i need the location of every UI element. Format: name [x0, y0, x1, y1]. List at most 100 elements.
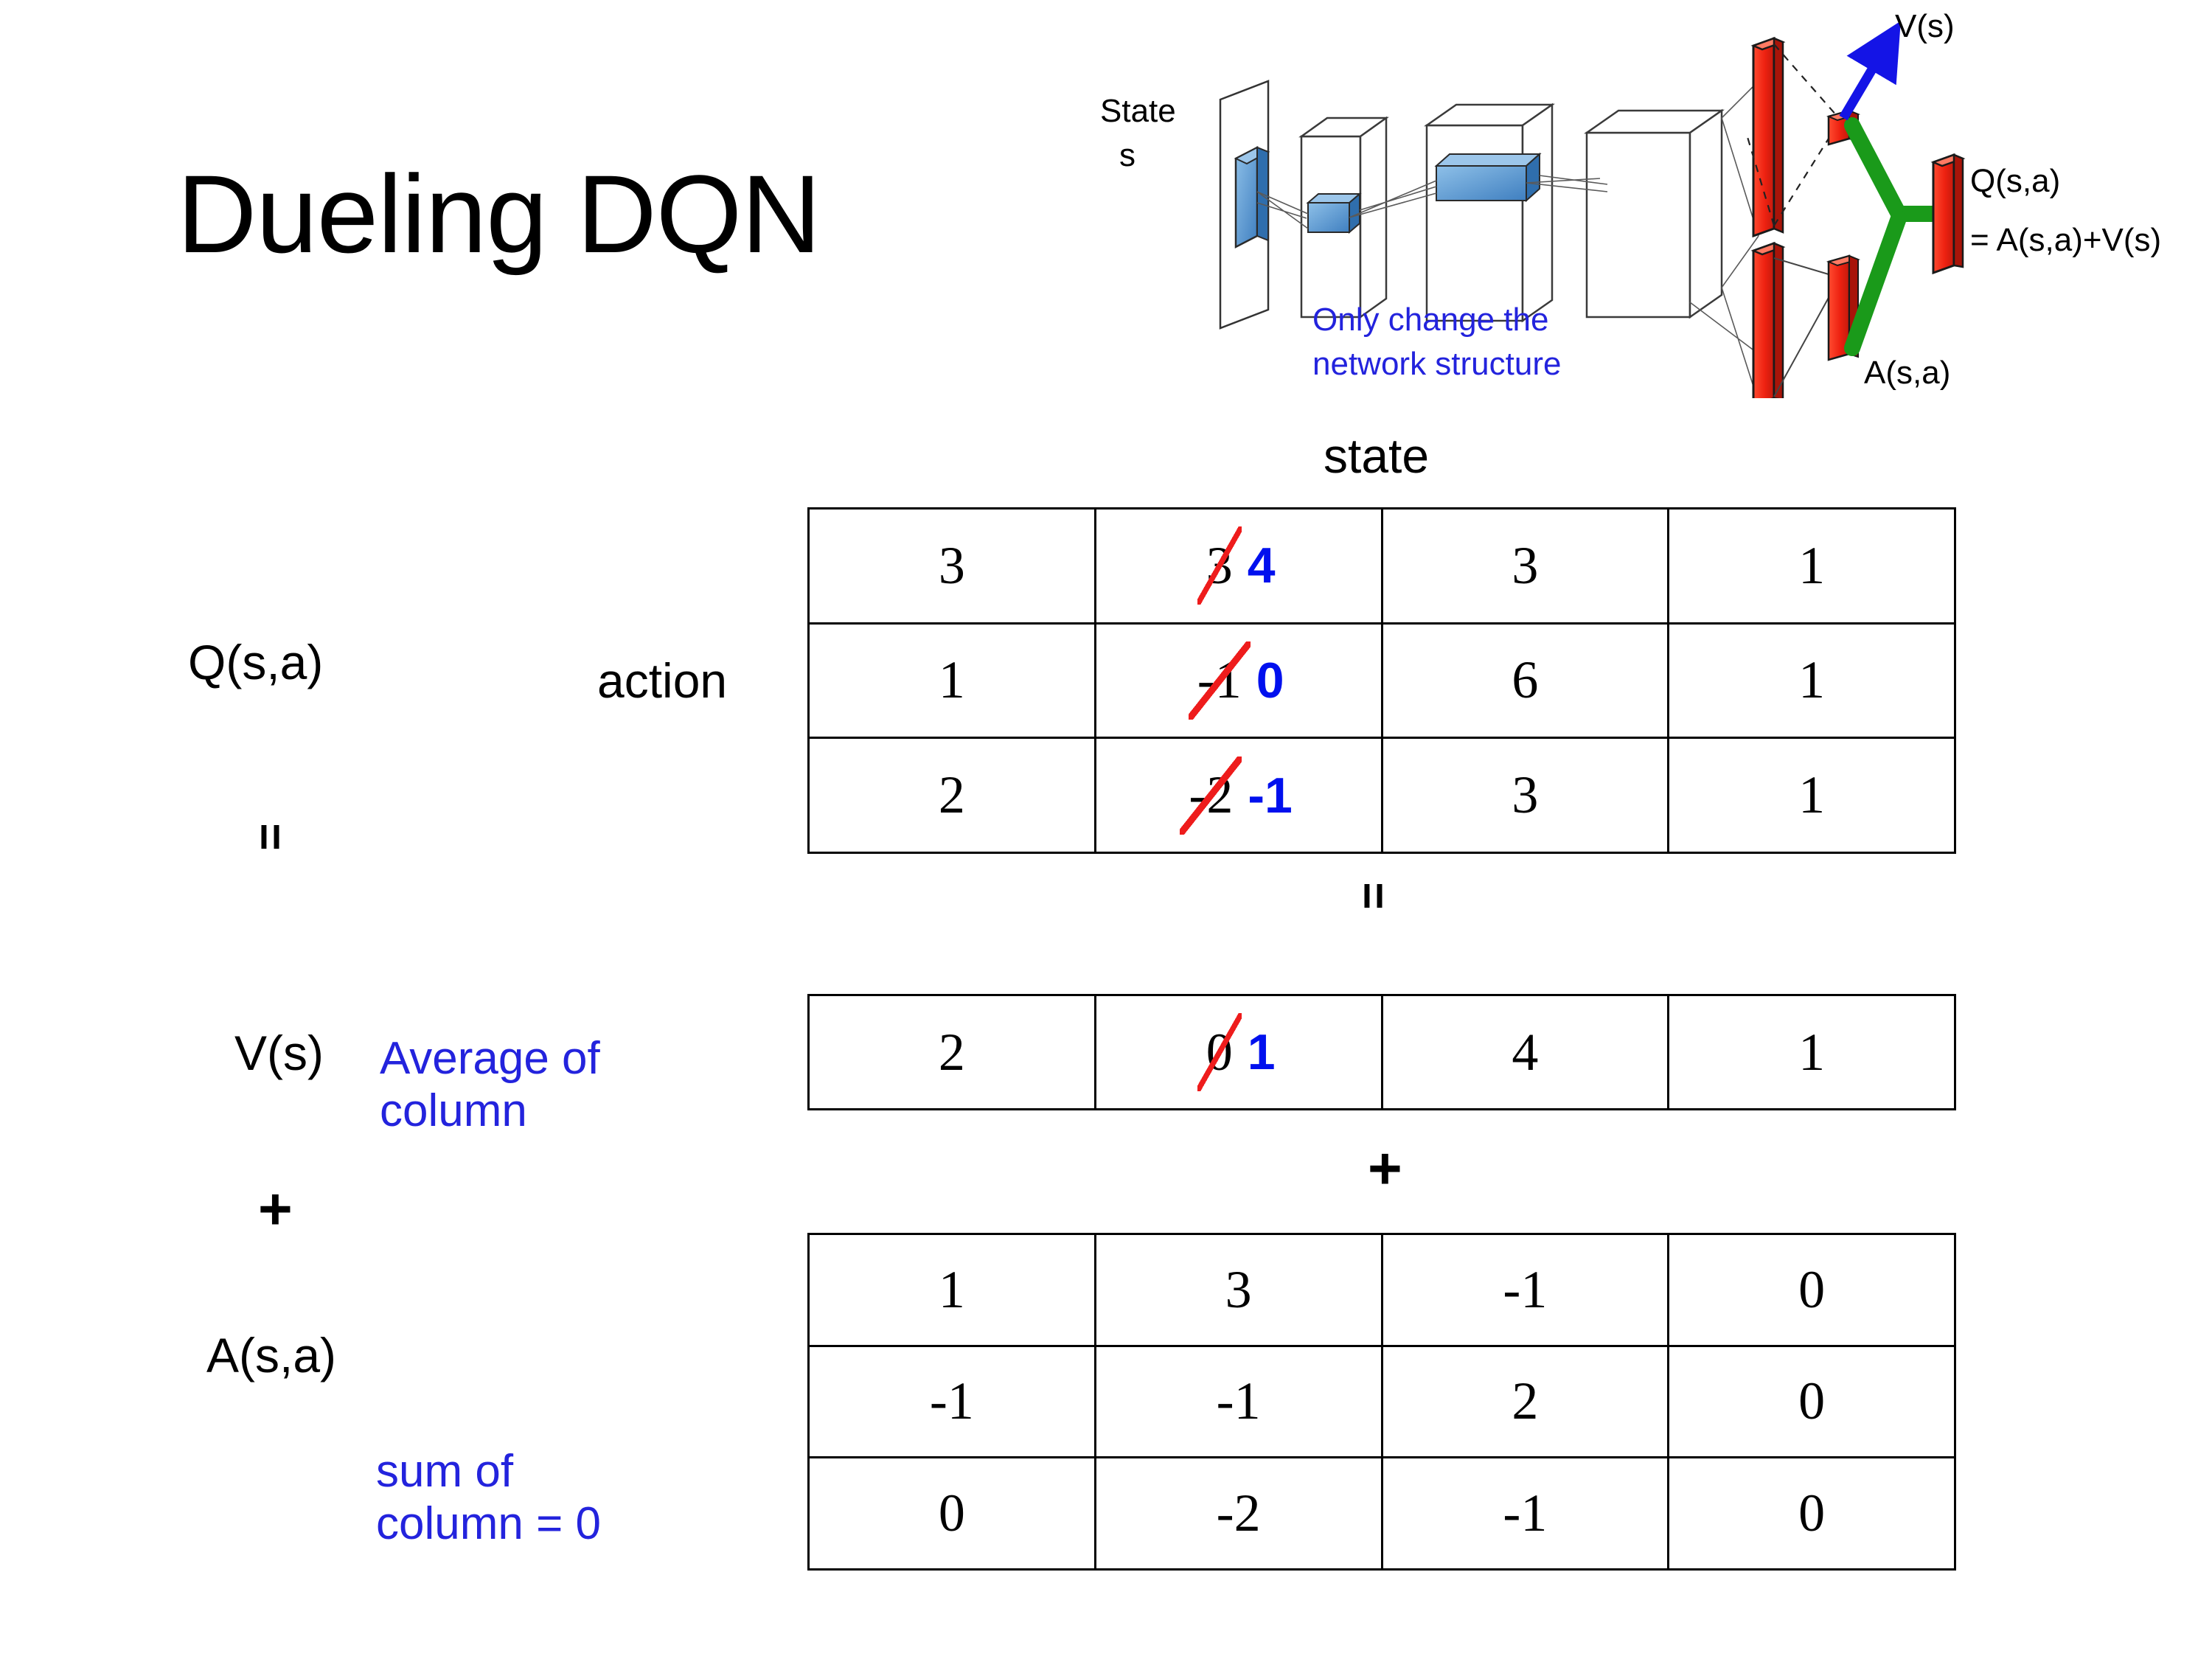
a-table-cell-content: -1 — [1503, 1259, 1547, 1321]
a-table-row: 1 3 -1 0 — [807, 1233, 1956, 1347]
average-of-column-note: Average of column — [380, 1032, 726, 1138]
a-table-value: 0 — [938, 1484, 965, 1543]
sum-of-column-note: sum of column = 0 — [376, 1445, 759, 1551]
a-table-row: -1 -1 2 0 — [807, 1344, 1956, 1459]
q-table-value: 3 — [1512, 765, 1539, 825]
v-table-cell: 2 — [807, 994, 1096, 1110]
a-table-cell: 0 — [1667, 1456, 1956, 1571]
q-table-cell: 1 — [1667, 622, 1956, 740]
q-table-cell-content: 1 — [1798, 535, 1825, 597]
equals-symbol-middle: = — [1347, 882, 1401, 905]
v-function-label: V(s) — [234, 1026, 324, 1080]
q-table-cell: 1 — [807, 622, 1096, 740]
q-table-value: 6 — [1512, 650, 1539, 710]
action-axis-label: action — [597, 653, 728, 708]
a-table-value: 0 — [1798, 1371, 1826, 1431]
a-table-cell: 0 — [1667, 1233, 1956, 1347]
a-table-cell-content: -1 — [1217, 1371, 1261, 1432]
diagram-note-line1: Only change the — [1312, 302, 1548, 338]
q-table-value: 2 — [938, 765, 965, 825]
state-axis-label: state — [1324, 428, 1430, 483]
page-title: Dueling DQN — [177, 152, 821, 276]
a-table-cell: -1 — [807, 1344, 1096, 1459]
a-table-cell: 2 — [1380, 1344, 1670, 1459]
a-table-cell-content: 3 — [1225, 1259, 1252, 1321]
a-table-cell-content: 0 — [1798, 1483, 1825, 1544]
q-table-cell-content: 1 — [1798, 650, 1825, 711]
a-table-value: -1 — [929, 1371, 974, 1431]
a-table-cell: -2 — [1093, 1456, 1383, 1571]
a-table-cell-content: 2 — [1512, 1371, 1538, 1432]
a-table-cell-content: -1 — [930, 1371, 974, 1432]
a-table-value: -2 — [1216, 1484, 1261, 1543]
a-table-value: 0 — [1798, 1259, 1826, 1319]
diagram-note-line2: network structure — [1312, 346, 1561, 382]
a-table-value: 0 — [1798, 1484, 1826, 1543]
dueling-network-diagram: State s Only change the network structur… — [1091, 7, 2212, 398]
q-table-value: 1 — [1798, 650, 1826, 710]
a-table-cell: 3 — [1093, 1233, 1383, 1347]
q-table-value: 3 — [1512, 535, 1539, 595]
q-table-cell: 3 — [1380, 507, 1670, 625]
v-table-value: 2 — [938, 1022, 965, 1082]
a-table-value: -1 — [1216, 1371, 1261, 1431]
a-table-value: 2 — [1512, 1371, 1539, 1431]
q-table-cell: 1 — [1667, 737, 1956, 854]
a-table-value: -1 — [1503, 1259, 1548, 1319]
a-table-value: 3 — [1225, 1259, 1252, 1319]
diagram-q-label-line1: Q(s,a) — [1970, 163, 2060, 199]
v-table-cell-content: 1 — [1798, 1022, 1825, 1083]
q-table-new-value: 0 — [1256, 652, 1284, 709]
a-table-cell-content: 0 — [939, 1483, 965, 1544]
q-table-value: 3 — [938, 535, 965, 595]
a-table-row: 0 -2 -1 0 — [807, 1456, 1956, 1571]
q-table-cell: 3 — [1380, 737, 1670, 854]
a-table-value: 1 — [938, 1259, 965, 1319]
diagram-q-label-line2: = A(s,a)+V(s) — [1970, 222, 2161, 258]
q-table-old-value: 3 — [1197, 526, 1242, 605]
a-table-cell: -1 — [1093, 1344, 1383, 1459]
q-table-old-value: -2 — [1180, 756, 1242, 835]
a-table-cell-content: 0 — [1798, 1371, 1825, 1432]
q-table-cell-content: 1 — [939, 650, 965, 711]
a-table-cell: 1 — [807, 1233, 1096, 1347]
a-table-cell: -1 — [1380, 1233, 1670, 1347]
sum-note-line2: column = 0 — [376, 1498, 602, 1550]
a-table-cell: -1 — [1380, 1456, 1670, 1571]
q-table-value: 1 — [1798, 765, 1826, 825]
v-table-cell: 4 — [1380, 994, 1670, 1110]
plus-symbol-middle: + — [1368, 1135, 1402, 1201]
plus-symbol-left: + — [258, 1176, 293, 1242]
q-table-cell: 3 — [807, 507, 1096, 625]
a-function-label: A(s,a) — [206, 1328, 337, 1382]
a-table-cell-content: 1 — [939, 1259, 965, 1321]
q-table-cell-content: 3 — [939, 535, 965, 597]
a-table-cell-content: -1 — [1503, 1483, 1547, 1544]
v-table-value: 1 — [1798, 1022, 1826, 1082]
q-table-cell: 2 — [807, 737, 1096, 854]
equals-symbol-left: = — [244, 823, 298, 846]
a-value-table: 1 3 -1 0 -1 -1 2 0 0 -2 -1 0 — [807, 1233, 1956, 1571]
v-table-value: 4 — [1512, 1022, 1539, 1082]
q-table-new-value: -1 — [1248, 767, 1293, 824]
a-table-cell: 0 — [807, 1456, 1096, 1571]
q-table-cell-content: 2 — [939, 765, 965, 826]
a-table-cell-content: 0 — [1798, 1259, 1825, 1321]
q-table-cell-content: 6 — [1512, 650, 1538, 711]
v-table-cell-content: 4 — [1512, 1022, 1538, 1083]
a-table-cell: 0 — [1667, 1344, 1956, 1459]
q-table-new-value: 4 — [1247, 538, 1276, 594]
diagram-state-label-line2: s — [1119, 137, 1135, 173]
q-function-label: Q(s,a) — [188, 635, 324, 689]
average-note-line2: column — [380, 1085, 527, 1137]
average-note-line1: Average of — [380, 1033, 600, 1084]
